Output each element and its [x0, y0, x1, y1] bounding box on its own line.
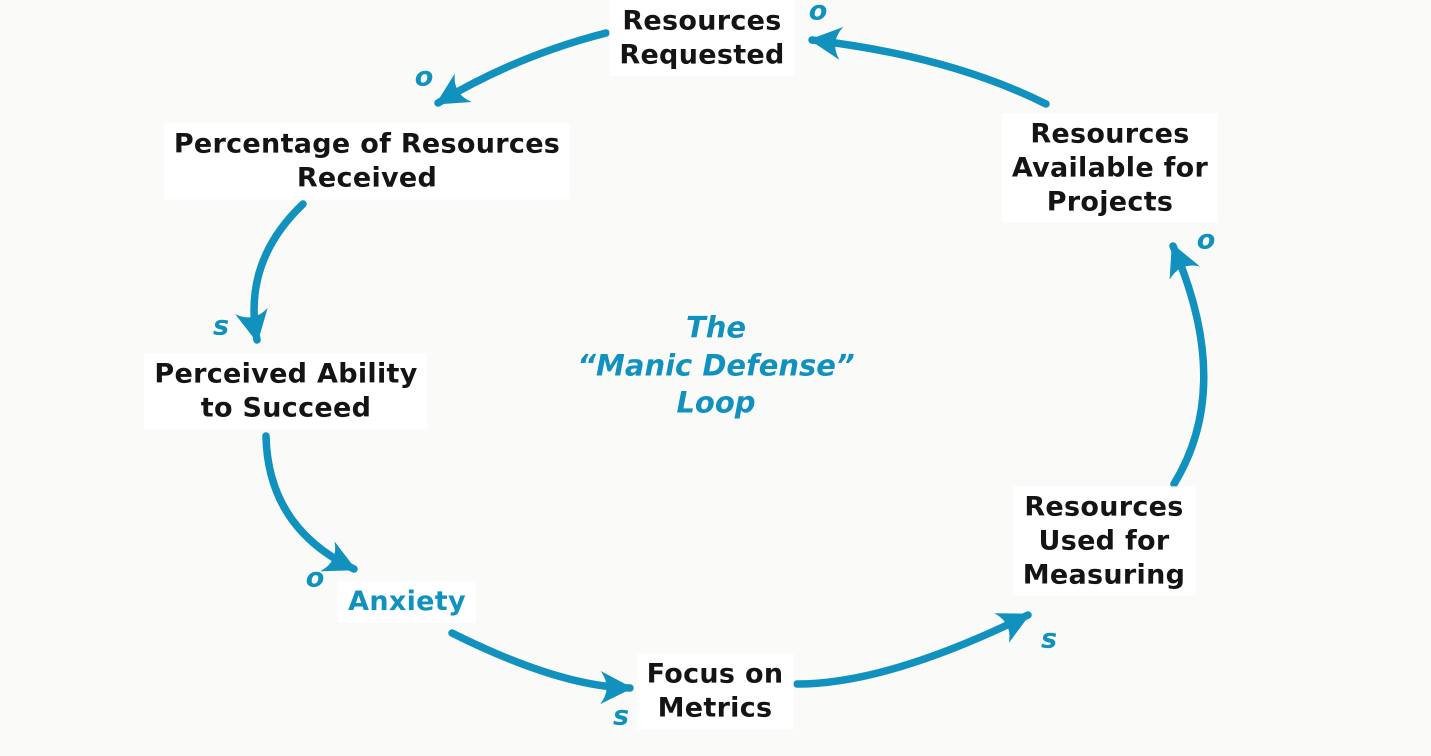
- arrow-available-to-requested: [808, 26, 1050, 108]
- arrow-perceived-to-anxiety: [262, 432, 358, 573]
- node-resources-requested: Resources Requested: [609, 0, 795, 76]
- arrow-percentage-to-perceived: [235, 200, 307, 344]
- node-resources-used-for-measuring: Resources Used for Measuring: [1012, 486, 1196, 596]
- polarity-marker-percentage-to-perceived: s: [212, 310, 230, 342]
- node-resources-available-for-projects: Resources Available for Projects: [1001, 113, 1219, 223]
- arrow-requested-to-percentage: [434, 29, 610, 107]
- node-anxiety: Anxiety: [338, 581, 476, 623]
- loop-title: The “Manic Defense” Loop: [577, 310, 855, 420]
- node-focus-on-metrics: Focus on Metrics: [636, 653, 794, 729]
- polarity-marker-anxiety-to-focus: s: [612, 700, 630, 732]
- polarity-marker-available-to-requested: o: [808, 0, 828, 27]
- arrow-focus-to-used: [793, 611, 1032, 688]
- polarity-marker-used-to-available: o: [1196, 224, 1216, 256]
- polarity-marker-perceived-to-anxiety: o: [305, 562, 325, 594]
- arrow-used-to-available: [1169, 242, 1208, 488]
- node-perceived-ability-to-succeed: Perceived Ability to Succeed: [144, 353, 428, 429]
- polarity-marker-requested-to-percentage: o: [414, 61, 434, 93]
- polarity-marker-focus-to-used: s: [1040, 623, 1058, 655]
- arrow-anxiety-to-focus: [448, 629, 634, 705]
- node-percentage-of-resources-received: Percentage of Resources Received: [163, 123, 571, 199]
